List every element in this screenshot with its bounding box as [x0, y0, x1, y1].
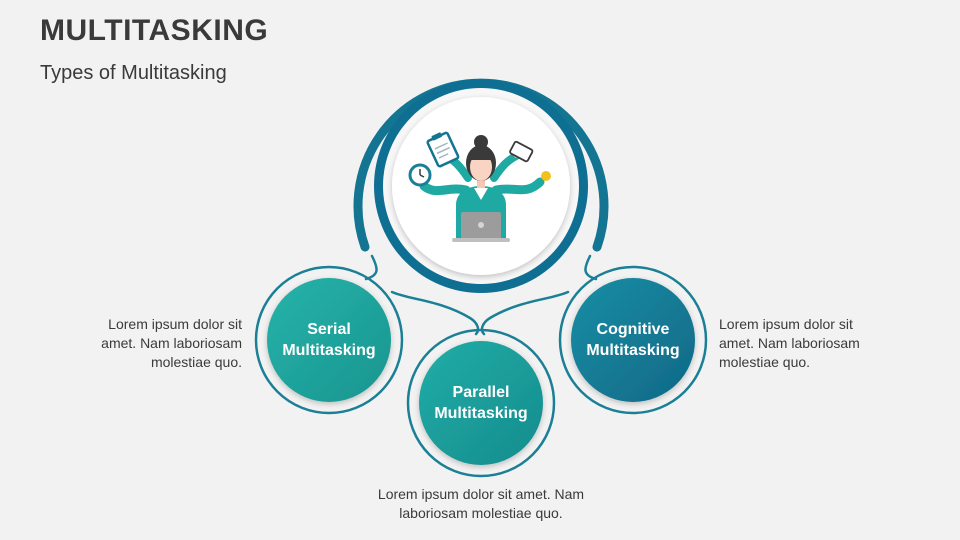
serial-label-line1: Serial — [307, 321, 351, 338]
slide-title: MULTITASKING — [40, 14, 269, 47]
parallel-node-label: Parallel Multitasking — [421, 382, 541, 424]
connector-outline — [364, 254, 598, 336]
cognitive-description: Lorem ipsum dolor sit amet. Nam laborios… — [719, 316, 860, 370]
cognitive-label-line1: Cognitive — [596, 321, 670, 338]
woman-multitasking-icon — [408, 131, 551, 242]
serial-node-outline — [254, 265, 404, 415]
parallel-label-line1: Parallel — [452, 384, 510, 401]
cognitive-node — [571, 278, 695, 402]
parallel-node-outline — [406, 328, 556, 478]
serial-node — [267, 278, 391, 402]
serial-label-line2: Multitasking — [282, 342, 376, 359]
parallel-description: Lorem ipsum dolor sit amet. Nam laborios… — [377, 486, 585, 521]
cognitive-node-label: Cognitive Multitasking — [573, 319, 693, 361]
serial-node-label: Serial Multitasking — [269, 319, 389, 361]
parallel-node — [419, 341, 543, 465]
slide-subtitle: Types of Multitasking — [40, 62, 227, 84]
cognitive-node-outline — [558, 265, 708, 415]
parallel-label-line2: Multitasking — [434, 405, 528, 422]
serial-description: Lorem ipsum dolor sit amet. Nam laborios… — [101, 316, 242, 370]
cognitive-label-line2: Multitasking — [586, 342, 680, 359]
